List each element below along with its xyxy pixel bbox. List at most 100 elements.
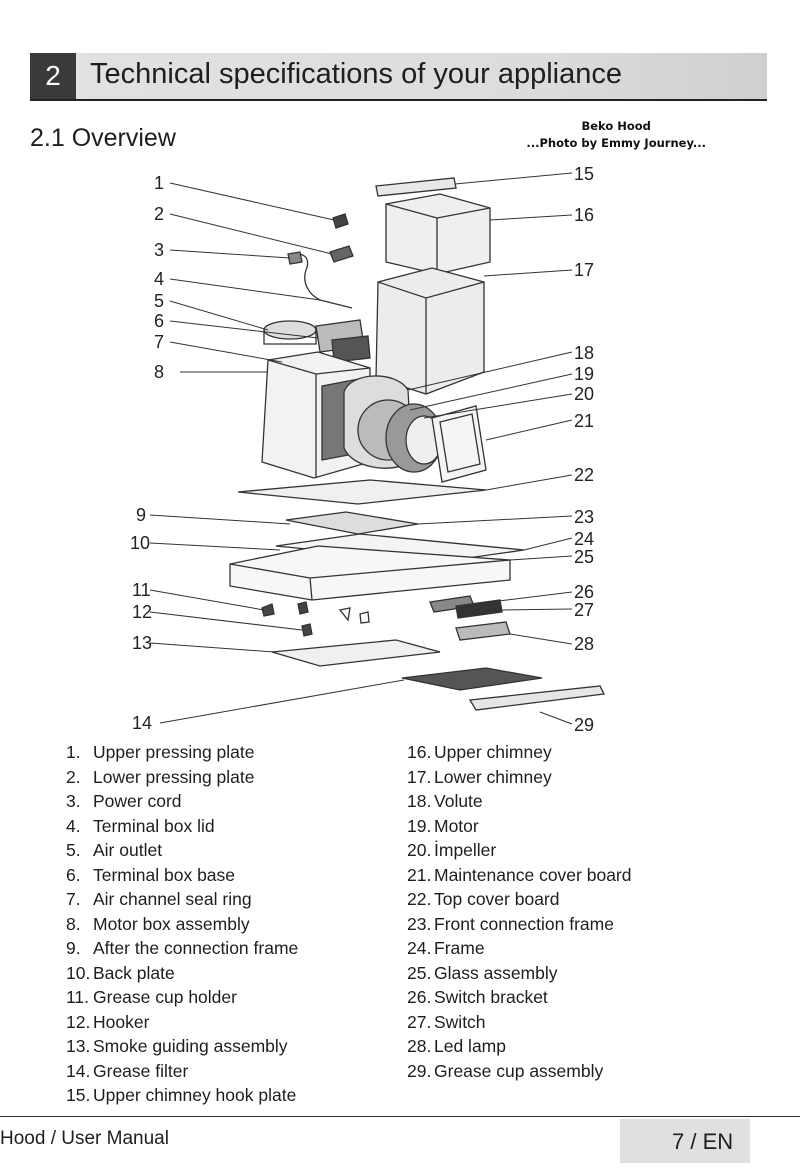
part-number: 19. (407, 815, 432, 836)
list-item: 11.Grease cup holder (66, 985, 298, 1010)
part-number: 23. (407, 913, 432, 934)
callout-9: 9 (136, 505, 146, 525)
part-number: 29. (407, 1060, 432, 1081)
part-name: Air channel seal ring (93, 889, 252, 909)
part-name: Terminal box base (93, 864, 236, 885)
part-number: 5. (66, 840, 81, 860)
footer-rule (0, 1116, 800, 1117)
list-item: 27.Switch (407, 1010, 631, 1035)
callouts-right: 15 16 17 18 19 20 21 22 23 24 25 26 27 2… (574, 164, 594, 735)
part-name: İmpeller (434, 840, 497, 860)
callout-21: 21 (574, 411, 594, 431)
list-item: 5. Air outlet (66, 838, 298, 863)
list-item: 16.Upper chimney (407, 740, 631, 765)
list-item: 17.Lower chimney (407, 765, 631, 790)
leader-lines (149, 172, 573, 725)
callout-16: 16 (574, 205, 594, 225)
part-number: 11. (66, 987, 90, 1007)
list-item: 1. Upper pressing plate (66, 740, 298, 765)
callout-4: 4 (154, 269, 164, 289)
callout-12: 12 (132, 602, 152, 622)
part-name: Terminal box lid (93, 815, 215, 836)
callout-20: 20 (574, 384, 594, 404)
part-number: 14. (66, 1060, 91, 1081)
part-number: 26. (407, 987, 432, 1007)
callout-29: 29 (574, 715, 594, 735)
footer-page-box (620, 1119, 750, 1163)
part-number: 16. (407, 742, 432, 762)
exploded-view-diagram: 1 2 3 4 5 6 7 8 9 10 11 12 13 14 15 16 1… (130, 164, 605, 735)
list-item: 8.Motor box assembly (66, 912, 298, 937)
parts-list-left: 1. Upper pressing plate 2. Lower pressing … (66, 740, 298, 1108)
list-item: 13.Smoke guiding assembly (66, 1034, 298, 1059)
part-name: Top cover board (434, 889, 560, 909)
callout-28: 28 (574, 634, 594, 654)
list-item: 10.Back plate (66, 961, 298, 986)
list-item: 14.Grease filter (66, 1059, 298, 1084)
part-number: 13. (66, 1036, 91, 1056)
photo-credit: Beko Hood ...Photo by Emmy Journey... (526, 118, 706, 152)
list-item: 18.Volute (407, 789, 631, 814)
list-item: 12.Hooker (66, 1010, 298, 1035)
part-number: 2. (66, 766, 81, 787)
header-rule (30, 99, 767, 101)
callout-26: 26 (574, 582, 594, 602)
list-item: 21.Maintenance cover board (407, 863, 631, 888)
footer-page-number: 7 / EN (672, 1129, 734, 1154)
part-number: 12. (66, 1011, 91, 1032)
part-name: Upper chimney hook plate (93, 1085, 297, 1105)
part-name: Switch (434, 1011, 486, 1032)
part-name: Lower chimney (434, 766, 552, 787)
callout-3: 3 (154, 240, 164, 260)
part-number: 3. (66, 791, 81, 811)
part-name: Air outlet (93, 840, 163, 860)
part-name: Power cord (93, 791, 182, 811)
list-item: 22.Top cover board (407, 887, 631, 912)
part-name: Grease cup assembly (434, 1060, 604, 1081)
part-name: Lower pressing plate (93, 766, 255, 787)
callout-24: 24 (574, 529, 594, 549)
list-item: 29.Grease cup assembly (407, 1059, 631, 1084)
part-number: 15. (66, 1085, 91, 1105)
part-number: 1. (66, 742, 81, 762)
parts-list-right: 16.Upper chimney 17.Lower chimney 18.Vol… (407, 740, 631, 1083)
section-title: 2.1 Overview (30, 124, 176, 152)
part-number: 18. (407, 791, 432, 811)
callout-11: 11 (132, 580, 151, 600)
credit-line-2: ...Photo by Emmy Journey... (526, 136, 706, 150)
part-name: Maintenance cover board (434, 864, 632, 885)
callout-25: 25 (574, 547, 594, 567)
callout-18: 18 (574, 343, 594, 363)
part-number: 6. (66, 864, 81, 885)
list-item: 25.Glass assembly (407, 961, 631, 986)
callout-2: 2 (154, 204, 164, 224)
list-item: 15.Upper chimney hook plate (66, 1083, 298, 1108)
callout-6: 6 (154, 311, 164, 331)
part-number: 8. (66, 913, 81, 934)
part-name: Glass assembly (434, 962, 558, 983)
callout-10: 10 (130, 533, 150, 553)
callout-23: 23 (574, 507, 594, 527)
list-item: 7.Air channel seal ring (66, 887, 298, 912)
part-number: 24. (407, 938, 432, 958)
part-name: Upper chimney (434, 742, 552, 762)
part-name: Switch bracket (434, 987, 548, 1007)
diagram-parts (229, 177, 605, 711)
list-item: 9.After the connection frame (66, 936, 298, 961)
part-name: Grease cup holder (93, 987, 237, 1007)
callout-17: 17 (574, 260, 594, 280)
part-number: 28. (407, 1036, 432, 1056)
list-item: 23.Front connection frame (407, 912, 631, 937)
callout-22: 22 (574, 465, 594, 485)
part-name: Front connection frame (434, 913, 614, 934)
part-name: Upper pressing plate (93, 742, 255, 762)
list-item: 4.Terminal box lid (66, 814, 298, 839)
callout-13: 13 (132, 633, 152, 653)
part-number: 9. (66, 938, 81, 958)
list-item: 28.Led lamp (407, 1034, 631, 1059)
chapter-title: Technical specifications of your applian… (90, 58, 622, 90)
list-item: 24.Frame (407, 936, 631, 961)
footer-manual-title: Hood / User Manual (0, 1128, 169, 1149)
callout-27: 27 (574, 600, 594, 620)
list-item: 2. Lower pressing plate (66, 765, 298, 790)
